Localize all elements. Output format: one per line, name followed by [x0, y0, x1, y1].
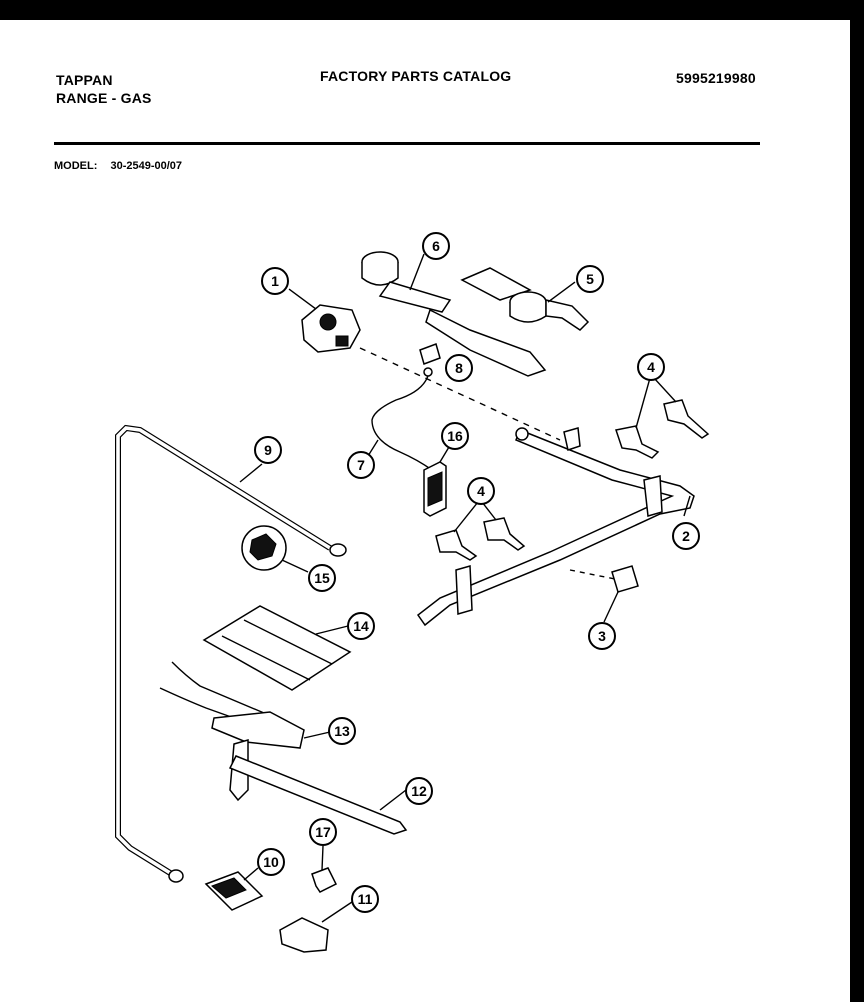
callout-14-label: 14	[353, 618, 369, 634]
callout-15-label: 15	[314, 570, 330, 586]
part-2-manifold	[416, 427, 695, 627]
part-6-burner	[361, 251, 547, 377]
callout-11: 11	[351, 885, 379, 913]
callout-5: 5	[576, 265, 604, 293]
callout-2-label: 2	[682, 528, 690, 544]
product-label: RANGE - GAS	[56, 90, 152, 106]
callout-6-label: 6	[432, 238, 440, 254]
callout-17-label: 17	[315, 824, 331, 840]
callout-9: 9	[254, 436, 282, 464]
model-label: MODEL:	[54, 160, 98, 172]
part-4-upper-valves	[615, 377, 710, 459]
callout-15: 15	[308, 564, 336, 592]
part-10-block	[204, 867, 264, 911]
part-1-valve	[288, 288, 361, 353]
model-line: MODEL: 30-2549-00/07	[54, 160, 182, 172]
callout-3: 3	[588, 622, 616, 650]
part-7-lead	[362, 367, 433, 471]
part-4-lower-valves	[435, 501, 526, 561]
callout-16: 16	[441, 422, 469, 450]
part-11-bracket	[279, 901, 353, 953]
callout-8-label: 8	[455, 360, 463, 376]
model-value: 30-2549-00/07	[110, 160, 183, 172]
callout-4-upper: 4	[637, 353, 665, 381]
part-3-switch	[603, 565, 639, 623]
part-12-rail	[228, 755, 408, 835]
part-8-clip	[419, 343, 441, 365]
callout-8: 8	[445, 354, 473, 382]
catalog-number: 5995219980	[676, 70, 756, 86]
callout-11-label: 11	[358, 891, 373, 907]
part-9-tube	[115, 424, 347, 883]
part-17-bracket	[311, 845, 338, 893]
callout-7-label: 7	[357, 457, 365, 473]
top-border	[0, 0, 864, 20]
part-13-burner-assy	[159, 661, 331, 802]
callout-13-label: 13	[334, 723, 350, 739]
part-15-nut	[241, 525, 309, 573]
callout-12: 12	[405, 777, 433, 805]
catalog-title: FACTORY PARTS CATALOG	[320, 68, 512, 84]
callout-4-lower-label: 4	[477, 483, 485, 499]
callout-6: 6	[422, 232, 450, 260]
callout-4-lower: 4	[467, 477, 495, 505]
callout-16-label: 16	[447, 428, 463, 444]
header-rule	[54, 142, 760, 145]
callout-13: 13	[328, 717, 356, 745]
callout-4-upper-label: 4	[647, 359, 655, 375]
callout-17: 17	[309, 818, 337, 846]
part-16-ignitor	[423, 436, 456, 517]
callout-2: 2	[672, 522, 700, 550]
callout-10-label: 10	[263, 854, 279, 870]
brand-label: TAPPAN	[56, 72, 113, 88]
callout-7: 7	[347, 451, 375, 479]
callout-12-label: 12	[411, 783, 427, 799]
leader-lines	[359, 347, 621, 581]
callout-10: 10	[257, 848, 285, 876]
callout-9-label: 9	[264, 442, 272, 458]
callout-14: 14	[347, 612, 375, 640]
callout-5-label: 5	[586, 271, 594, 287]
part-14-baffle	[202, 605, 352, 691]
callout-3-label: 3	[598, 628, 606, 644]
callout-1: 1	[261, 267, 289, 295]
callout-1-label: 1	[271, 273, 279, 289]
part-5-burner	[460, 267, 590, 331]
right-border	[850, 0, 864, 1002]
